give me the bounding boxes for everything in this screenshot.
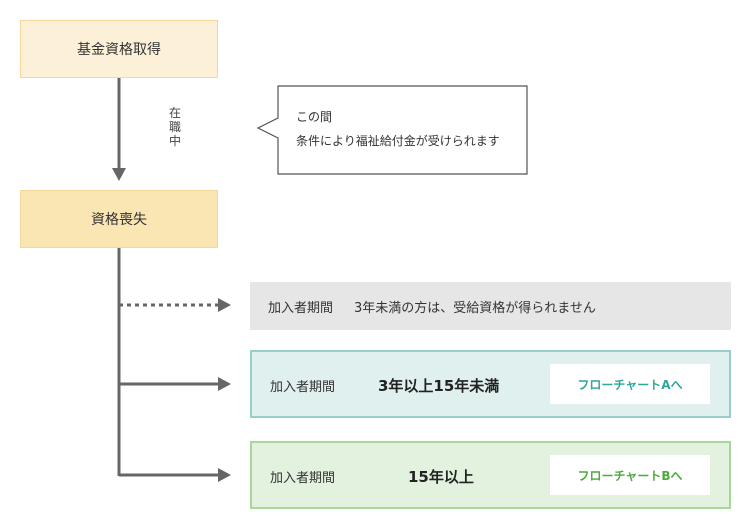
outcome-c-label: 加入者期間: [270, 471, 336, 486]
outcome-row-3-to-15-years: 加入者期間 3年以上15年未満 フローチャートAへ: [250, 350, 731, 418]
employed-char-0: 在: [168, 106, 181, 120]
employed-char-2: 中: [168, 134, 181, 148]
node-fund-qualification-acquired: 基金資格取得: [20, 20, 218, 78]
employed-char-1: 職: [168, 120, 181, 134]
callout-line-2: 条件により福祉給付金が受けられます: [296, 134, 500, 148]
flowchart-b-link[interactable]: フローチャートBへ: [550, 455, 710, 495]
outcome-c-condition: 15年以上: [408, 468, 474, 486]
callout-line-1: この間: [296, 110, 333, 124]
label-employed-vertical: 在職中: [168, 106, 182, 148]
node-start-label: 基金資格取得: [77, 42, 161, 58]
node-lose-label: 資格喪失: [91, 212, 147, 228]
arrowhead-down: [112, 168, 126, 181]
flowchart-a-link[interactable]: フローチャートAへ: [550, 364, 710, 404]
arrowhead-right-b: [218, 377, 231, 391]
callout-bubble: [256, 85, 528, 175]
outcome-row-under-3-years: 加入者期間 3年未満の方は、受給資格が得られません: [250, 282, 731, 330]
outcome-b-condition: 3年以上15年未満: [378, 377, 500, 395]
outcome-row-15-years-plus: 加入者期間 15年以上 フローチャートBへ: [250, 441, 731, 509]
outcome-a-label: 加入者期間: [268, 301, 334, 316]
node-qualification-lost: 資格喪失: [20, 190, 218, 248]
arrowhead-right-a: [218, 298, 231, 312]
outcome-a-condition: 3年未満の方は、受給資格が得られません: [354, 301, 596, 316]
outcome-b-label: 加入者期間: [270, 380, 336, 395]
callout-text: この間 条件により福祉給付金が受けられます: [296, 105, 500, 153]
arrowhead-right-c: [218, 468, 231, 482]
